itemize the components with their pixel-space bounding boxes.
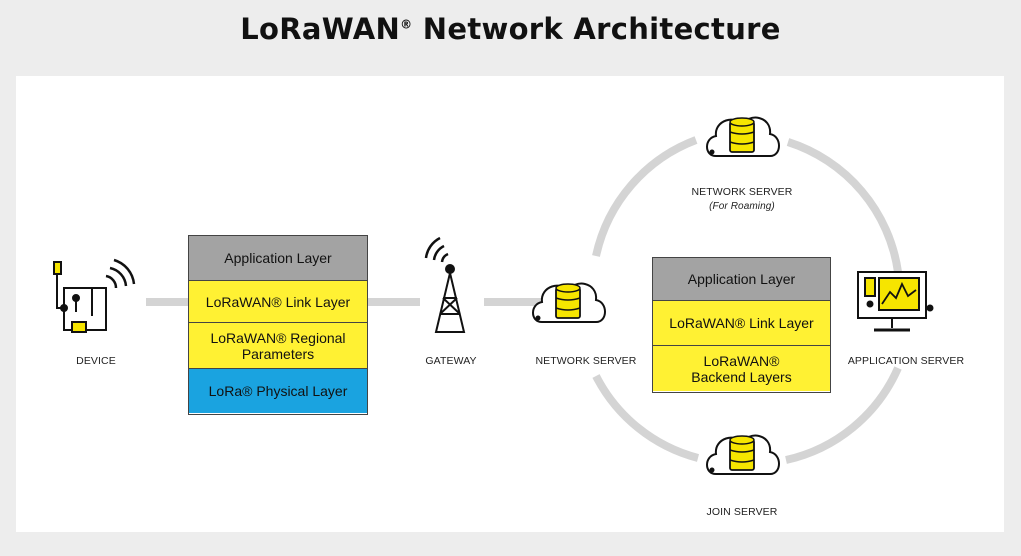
gateway-label: GATEWAY — [425, 355, 477, 367]
join-server-label: JOIN SERVER — [706, 506, 778, 518]
application-server-label: APPLICATION SERVER — [847, 355, 965, 367]
roaming-note: (For Roaming) — [709, 201, 775, 212]
monitor-icon — [857, 271, 934, 332]
roaming-network-server-label: NETWORK SERVER — [691, 186, 793, 198]
stack-layer-link: LoRaWAN® Link Layer — [653, 301, 830, 346]
server-protocol-stack: Application Layer LoRaWAN® Link Layer Lo… — [652, 257, 831, 393]
device-label: DEVICE — [76, 355, 116, 367]
stack-layer-physical: LoRa® Physical Layer — [189, 369, 367, 413]
stack-layer-application: Application Layer — [653, 258, 830, 301]
connector-lines — [146, 136, 902, 464]
database-cloud-icon — [706, 116, 780, 157]
diagram-title: LoRaWAN® Network Architecture — [240, 12, 781, 46]
stack-layer-backend: LoRaWAN® Backend Layers — [653, 346, 830, 391]
stack-layer-application: Application Layer — [189, 236, 367, 281]
diagram-panel: Application Layer LoRaWAN® Link Layer Lo… — [16, 76, 1004, 532]
device-icon — [53, 258, 136, 333]
diagram-canvas — [53, 116, 934, 475]
gateway-icon — [424, 236, 466, 333]
device-protocol-stack: Application Layer LoRaWAN® Link Layer Lo… — [188, 235, 368, 415]
database-cloud-icon — [532, 282, 606, 323]
database-cloud-icon — [706, 434, 780, 475]
stack-layer-link: LoRaWAN® Link Layer — [189, 281, 367, 323]
stack-layer-regional: LoRaWAN® Regional Parameters — [189, 323, 367, 369]
network-server-label: NETWORK SERVER — [535, 355, 637, 367]
